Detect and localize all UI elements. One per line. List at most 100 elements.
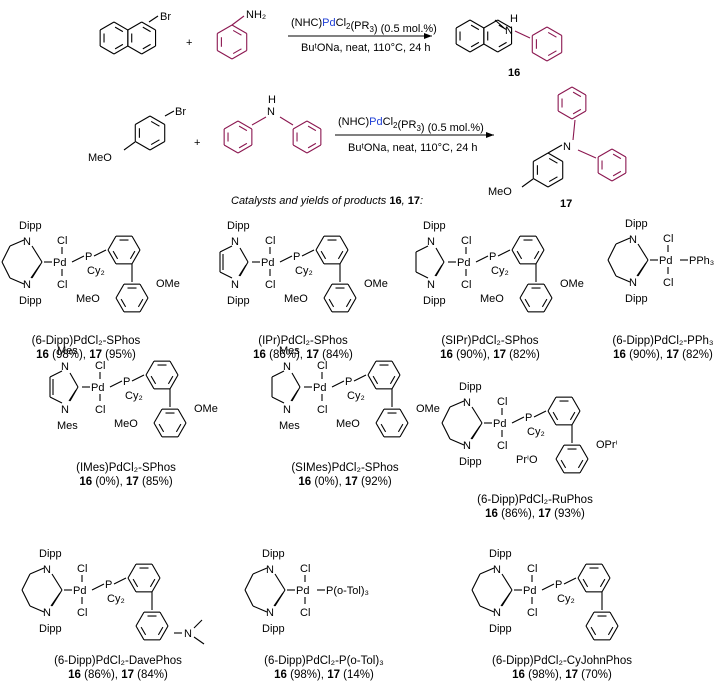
c-br-bond [148,15,159,23]
aniline-ring [217,24,233,34]
pd-label: Pd [53,257,66,269]
biaryl-ring-top [107,235,117,251]
naphthalene-ring [142,26,151,33]
diphenylamine-ring-1 [237,144,253,154]
catalyst-name: (6-Dipp)PdCl₂-DavePhos [54,655,182,667]
bond [252,567,268,575]
bond [415,271,429,279]
biaryl-ring-top [149,578,156,588]
naphthalene-ring [455,19,471,29]
biaryl-ring-bottom [555,444,565,460]
bond [449,400,465,408]
diphenylamine-ring-1 [223,144,239,154]
pd-label: Pd [493,418,506,430]
p-aryl-bond [533,410,547,418]
aniline-ring [231,24,247,34]
cy2-label: Cy₂ [107,593,125,605]
pd-label: Pd [313,382,326,394]
biaryl-ring-top [547,410,557,426]
bond [471,589,481,607]
p-aryl-bond [563,577,577,585]
c-o-bond-2 [521,178,534,188]
biaryl-ring-top [391,360,401,376]
biaryl-ring-top [132,578,139,588]
diphenylamine-ring-1 [238,142,248,149]
product-ph-ring-2 [611,148,627,158]
cy2-label: Cy₂ [295,265,313,277]
right-ether-label: OPrⁱ [596,439,618,451]
bond [479,567,495,575]
catalyst-name: (IMes)PdCl₂-SPhos [76,462,176,474]
left-ether-label: MeO [336,418,360,430]
product-ph-ring-1 [557,86,573,96]
n-substituent-label: Dipp [19,220,42,232]
bond [637,243,649,261]
bond [69,372,79,388]
naphthalene-ring [469,19,485,29]
product-ph-ring-1 [572,108,582,115]
bond [9,239,25,247]
product-ph-ring-1 [571,86,587,96]
c-n-bond [231,15,245,26]
naphthalene-ring [142,43,151,50]
biaryl-ring-top [372,375,379,385]
bromo-label: Br [160,11,171,23]
nhc-n-label: N [266,607,274,619]
bond [273,592,284,607]
biaryl-ring-bottom [577,459,584,469]
biaryl-ring-top [145,360,155,376]
right-ether-label: OMe [156,278,180,290]
nhc-n-label: N [43,564,51,576]
cl-label: Cl [77,607,87,619]
product-phenyl-ring [532,26,548,36]
biaryl-ring-top [167,375,174,385]
dpa-n-label: N [267,106,275,118]
product-anisyl-ring [547,178,563,188]
biaryl-ring-top [577,577,587,593]
aniline-ring [232,48,242,55]
plus-sign: + [186,37,192,49]
biaryl-ring-bottom [524,298,531,308]
product-np-bond [577,149,597,159]
bond [471,406,483,424]
bond [636,262,647,277]
left-ether-label: MeO [480,293,504,305]
biaryl-ring-bottom [347,297,357,313]
bond [271,396,285,404]
bond [441,406,451,424]
cl-label: Cl [461,279,471,291]
bond [238,264,247,277]
naphthalene-ring [469,43,485,53]
cy2-label: Cy₂ [125,390,143,402]
biaryl-ring-bottom [579,458,589,474]
p-aryl-bond [497,249,511,257]
product-ph-ring-1 [572,91,582,98]
pd-p-bond [109,380,123,388]
bond [434,264,443,277]
right-ether-label: OMe [364,278,388,290]
pd-p-bond [511,416,525,424]
bond [1,261,11,279]
product-phenyl-ring [546,52,562,62]
biaryl-ring-bottom [157,626,164,636]
biaryl-ring-bottom [607,626,614,636]
bond [239,247,249,263]
biaryl-ring-bottom [345,298,352,308]
c-o-bond [123,141,136,151]
n-substituent-label: Mes [279,420,300,432]
product-phenyl-ring [547,31,557,38]
biaryl-ring-top [569,411,576,421]
biaryl-ring-bottom [159,611,169,627]
bond [615,237,631,245]
n-substituent-label: Dipp [227,295,250,307]
nhc-n-label: N [231,279,239,291]
product-16-number: 16 [508,67,520,79]
pd-label: Pd [457,257,470,269]
bond [470,425,481,440]
product-anisyl-ring [548,157,558,164]
product-anisyl-ring [548,176,558,183]
bond-drawings [1,15,688,645]
bond [291,372,301,388]
biaryl-ring-top [599,578,606,588]
pd-label: Pd [73,585,86,597]
